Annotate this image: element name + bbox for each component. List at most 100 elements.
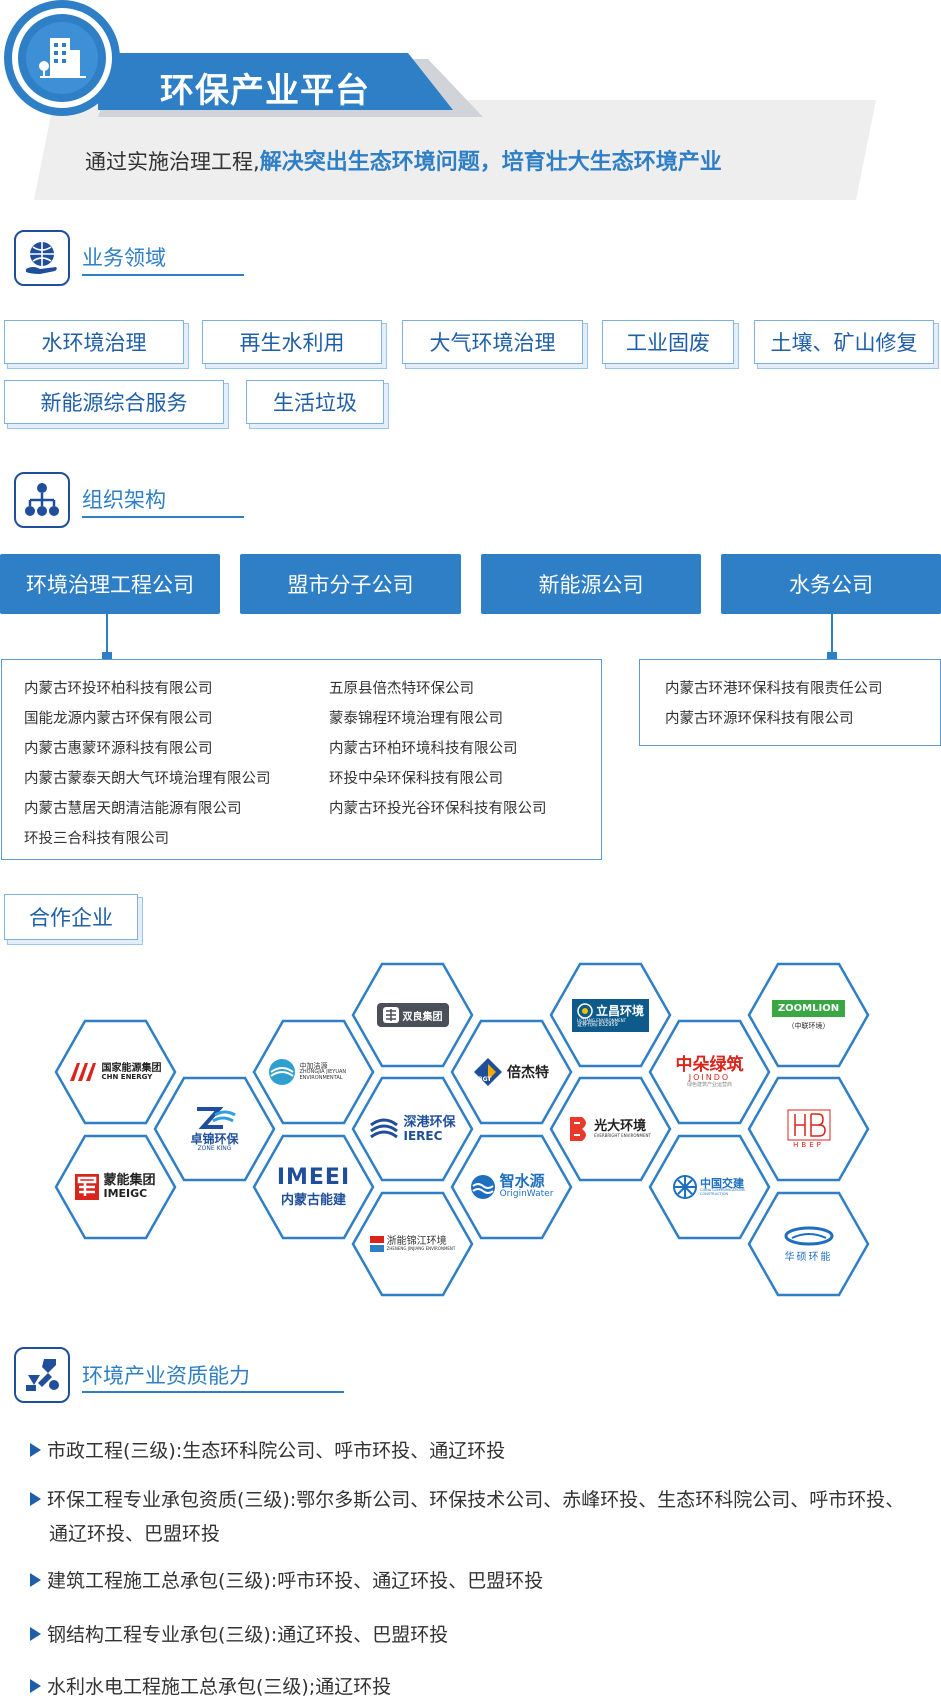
building-gear-icon bbox=[4, 0, 120, 116]
partner-imeei: IMEEI 内蒙古能建 bbox=[252, 1134, 375, 1240]
partner-hbep: HBEP bbox=[747, 1076, 870, 1182]
qualifications-title: 环境产业资质能力 bbox=[82, 1364, 250, 1388]
lichang-en: LICHANG ENVIRONMENT bbox=[576, 1017, 627, 1023]
partners-hex-grid: 国家能源集团 CHN ENERGY 蒙能集团 IMEIGC 卓锦环保 ZONE … bbox=[0, 950, 941, 1310]
list-item: 内蒙古环投环柏科技有限公司 bbox=[24, 681, 213, 697]
list-item: 内蒙古环投光谷环保科技有限公司 bbox=[329, 801, 547, 817]
zhongjia-logo-icon bbox=[268, 1059, 295, 1085]
tagline-highlight: 解决突出生态环境问题，培育壮大生态环境产业 bbox=[259, 150, 722, 175]
bullet-triangle-icon bbox=[30, 1572, 41, 1587]
globe-hand-icon bbox=[14, 230, 70, 286]
zone-king-cn: 卓锦环保 bbox=[190, 1131, 239, 1146]
org-branch: 盟市分子公司 bbox=[240, 554, 461, 614]
list-item: 五原县倍杰特环保公司 bbox=[329, 681, 474, 697]
zheneng-cn: 浙能锦江环境 bbox=[386, 1236, 447, 1247]
business-title: 业务领域 bbox=[82, 246, 166, 270]
list-item: 内蒙古慧居天朗清洁能源有限公司 bbox=[24, 801, 242, 817]
list-item: 内蒙古环港环保科技有限责任公司 bbox=[665, 681, 883, 697]
org-water: 水务公司 bbox=[721, 554, 941, 614]
tag-soil-mine-repair: 土壤、矿山修复 bbox=[754, 320, 934, 364]
chn-energy-en: CHN ENERGY bbox=[101, 1072, 153, 1081]
partner-everbright: 光大环境 EVERBRIGHT ENVIRONMENT bbox=[549, 1076, 672, 1182]
crcc-cn: 中国交建 bbox=[700, 1176, 744, 1190]
zoomlion-cn: （中联环境） bbox=[787, 1021, 830, 1030]
origin-water-logo-icon bbox=[470, 1175, 495, 1199]
qualification-item: 水利水电工程施工总承包(三级);通辽环投 bbox=[30, 1670, 391, 1704]
joindo-cn: 中朵绿筑 bbox=[675, 1054, 744, 1075]
tag-air-treatment: 大气环境治理 bbox=[402, 320, 583, 364]
joindo-en: JOINDO bbox=[688, 1073, 731, 1083]
list-item: 国能龙源内蒙古环保有限公司 bbox=[24, 711, 213, 727]
partners-title: 合作企业 bbox=[4, 894, 138, 940]
partner-origin-water: 智水源 OriginWater bbox=[450, 1134, 573, 1240]
origin-water-cn: 智水源 bbox=[499, 1172, 545, 1191]
crcc-logo-icon bbox=[673, 1175, 697, 1199]
qualification-text: 通辽环投、巴盟环投 bbox=[49, 1523, 221, 1545]
partner-chn-energy: 国家能源集团 CHN ENERGY bbox=[54, 1019, 177, 1125]
list-item: 蒙泰锦程环境治理有限公司 bbox=[329, 711, 503, 727]
qualification-item: 环保工程专业承包资质(三级):鄂尔多斯公司、环保技术公司、赤峰环投、生态环科院公… bbox=[30, 1483, 904, 1517]
qualification-text: 市政工程(三级):生态环科院公司、呼市环投、通辽环投 bbox=[47, 1440, 506, 1462]
org-new-energy: 新能源公司 bbox=[481, 554, 701, 614]
zone-king-logo-icon bbox=[196, 1106, 236, 1129]
list-item: 环投三合科技有限公司 bbox=[24, 831, 169, 847]
tagline: 通过实施治理工程,解决突出生态环境问题，培育壮大生态环境产业 bbox=[85, 144, 722, 176]
hbep-en: HBEP bbox=[793, 1141, 824, 1149]
partner-joindo: 中朵绿筑 JOINDO 绿色建筑产业运营商 bbox=[648, 1019, 771, 1125]
business-title-underline bbox=[82, 274, 244, 276]
zhongjia-cn: 中加洁源 bbox=[299, 1061, 328, 1070]
bgt-logo-icon: BGT bbox=[474, 1058, 502, 1086]
list-item: 内蒙古惠蒙环源科技有限公司 bbox=[24, 741, 213, 757]
zheneng-logo-icon bbox=[369, 1236, 384, 1252]
huashuo-cn: 华硕环能 bbox=[784, 1251, 833, 1263]
partner-zhonghua-jieyuan: 中加洁源 ZHONGJIA JIEYUAN ENVIRONMENTAL bbox=[252, 1019, 375, 1125]
qualification-text: 建筑工程施工总承包(三级):呼市环投、通辽环投、巴盟环投 bbox=[47, 1570, 544, 1592]
zheneng-en: ZHENENG JINJIANG ENVIRONMENT bbox=[386, 1246, 456, 1251]
bullet-triangle-icon bbox=[30, 1442, 41, 1457]
imeei-cn: 内蒙古能建 bbox=[280, 1192, 346, 1208]
org-connector-env bbox=[106, 614, 108, 658]
shuangliang-logo-icon bbox=[382, 1007, 399, 1023]
tag-water-treatment: 水环境治理 bbox=[4, 320, 184, 364]
lichang-cn: 立昌环境 bbox=[595, 1003, 644, 1018]
imeigc-cn: 蒙能集团 bbox=[103, 1172, 156, 1188]
zoomlion-en: ZOOMLION bbox=[771, 999, 846, 1017]
tag-new-energy: 新能源综合服务 bbox=[4, 380, 224, 424]
partner-huashuo: 华硕环能 bbox=[747, 1191, 870, 1297]
everbright-en: EVERBRIGHT ENVIRONMENT bbox=[594, 1132, 651, 1138]
zhongjia-en: ZHONGJIA JIEYUAN ENVIRONMENTAL bbox=[299, 1069, 347, 1081]
beijiete-cn: 倍杰特 bbox=[507, 1065, 549, 1081]
bullet-triangle-icon bbox=[30, 1491, 41, 1506]
partner-imeigc: 蒙能集团 IMEIGC bbox=[54, 1134, 177, 1240]
page-title: 环保产业平台 bbox=[160, 71, 370, 111]
tag-garbage: 生活垃圾 bbox=[246, 380, 384, 424]
partner-zone-king: 卓锦环保 ZONE KING bbox=[153, 1076, 276, 1182]
org-title: 组织架构 bbox=[82, 488, 166, 512]
imeigc-logo-icon bbox=[75, 1173, 100, 1200]
bullet-triangle-icon bbox=[30, 1678, 41, 1693]
partner-beijiete: BGT 倍杰特 bbox=[450, 1019, 573, 1125]
tagline-prefix: 通过实施治理工程, bbox=[85, 150, 260, 174]
list-item: 内蒙古环柏环境科技有限公司 bbox=[329, 741, 518, 757]
partner-shuangliang: 双良集团 bbox=[351, 962, 474, 1068]
bgt-en: BGT bbox=[478, 1076, 492, 1083]
ierec-en: IEREC bbox=[403, 1128, 443, 1143]
qualification-item: 市政工程(三级):生态环科院公司、呼市环投、通辽环投 bbox=[30, 1434, 505, 1468]
huashuo-logo-icon bbox=[784, 1226, 833, 1245]
partner-zoomlion: ZOOMLION （中联环境） bbox=[747, 962, 870, 1068]
everbright-logo-icon bbox=[570, 1117, 587, 1141]
qualification-text: 环保工程专业承包资质(三级):鄂尔多斯公司、环保技术公司、赤峰环投、生态环科院公… bbox=[47, 1489, 905, 1511]
hbep-logo-icon bbox=[787, 1109, 830, 1141]
list-item: 内蒙古环源环保科技有限公司 bbox=[665, 711, 854, 727]
partner-zheneng: 浙能锦江环境 ZHENENG JINJIANG ENVIRONMENT bbox=[351, 1191, 474, 1297]
tag-reclaimed-water: 再生水利用 bbox=[202, 320, 382, 364]
joindo-slogan: 绿色建筑产业运营商 bbox=[686, 1081, 732, 1088]
org-title-underline bbox=[82, 516, 244, 518]
tag-industrial-waste: 工业固废 bbox=[602, 320, 734, 364]
org-connector-dot-env bbox=[102, 652, 112, 660]
partner-lichang: 立昌环境 LICHANG ENVIRONMENT 证券代码:832959 bbox=[549, 962, 672, 1068]
partner-ierec: 深港环保 IEREC bbox=[351, 1076, 474, 1182]
chn-energy-cn: 国家能源集团 bbox=[101, 1062, 162, 1074]
qualifications-title-underline bbox=[82, 1391, 344, 1393]
qualification-item-continued: 通辽环投、巴盟环投 bbox=[49, 1517, 220, 1551]
